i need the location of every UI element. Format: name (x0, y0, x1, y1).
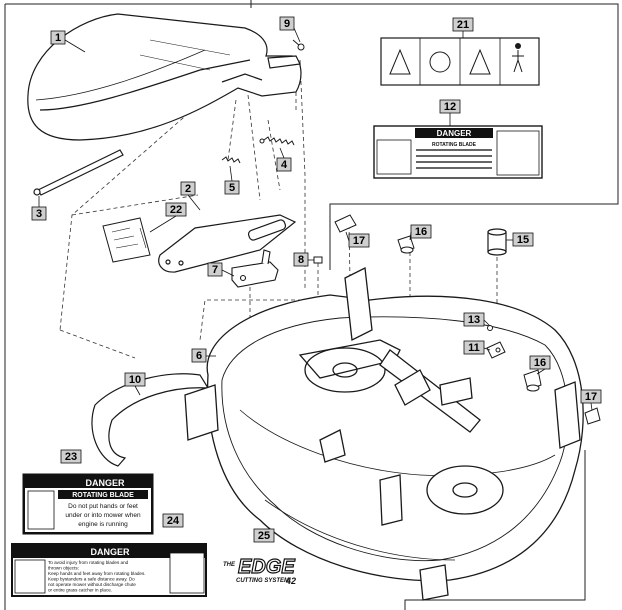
decal-24-line1: To avoid injury from rotating blades and (48, 560, 129, 565)
callout-7: 7 (207, 262, 223, 277)
callout-labels: 1 9 21 12 4 5 2 3 22 17 16 15 7 8 13 11 … (31, 16, 602, 543)
part-22-small-decal (102, 217, 151, 263)
svg-text:24: 24 (167, 515, 180, 527)
svg-text:23: 23 (65, 451, 77, 463)
part-3-pivot-rod (33, 149, 124, 196)
decal-23-line2: under or into mower when (65, 512, 141, 519)
callout-6: 6 (191, 348, 207, 363)
part-5-spring (221, 156, 241, 164)
svg-text:21: 21 (457, 19, 469, 31)
svg-text:6: 6 (196, 350, 202, 362)
decal-24-danger-label: DANGER To avoid injury from rotating bla… (11, 543, 207, 597)
callout-1: 1 (50, 30, 66, 45)
callout-25: 25 (253, 528, 275, 543)
part-8-nut (313, 256, 323, 264)
svg-text:9: 9 (284, 18, 290, 30)
svg-text:8: 8 (298, 254, 304, 266)
part-2-deflector-plate (158, 214, 297, 273)
decal-23-danger-label: DANGER ROTATING BLADE Do not put hands o… (22, 473, 154, 535)
part-1-deflector-shield (27, 13, 302, 141)
decal-12-header: DANGER (437, 129, 472, 138)
svg-text:25: 25 (258, 530, 270, 542)
svg-text:16: 16 (415, 226, 427, 238)
callout-8: 8 (293, 252, 309, 267)
svg-text:13: 13 (468, 314, 480, 326)
svg-text:7: 7 (212, 264, 218, 276)
part-15-bushing (487, 228, 507, 256)
logo-25-edge-cutting-system: THE EDGE CUTTING SYSTEM 42 (223, 555, 296, 586)
callout-15: 15 (512, 232, 534, 247)
decal-23-line3: engine is running (78, 521, 128, 528)
decal-24-header: DANGER (90, 547, 130, 557)
decal-24-line3: Keep hands and feet away from rotating b… (48, 571, 146, 576)
svg-text:2: 2 (185, 183, 191, 195)
callout-17b: 17 (580, 389, 602, 404)
logo-25-brand: EDGE (238, 556, 295, 578)
callout-16a: 16 (410, 224, 432, 239)
svg-text:16: 16 (534, 357, 546, 369)
decal-23-title: ROTATING BLADE (72, 492, 134, 499)
decal-12-title: ROTATING BLADE (432, 142, 477, 148)
part-16-pin-a (397, 235, 415, 254)
callout-10: 10 (124, 372, 146, 387)
svg-text:10: 10 (129, 374, 141, 386)
callout-17a: 17 (348, 233, 370, 248)
part-11-latch (486, 341, 506, 359)
decal-24-line2: thrown objects: (48, 566, 79, 571)
callout-3: 3 (31, 206, 47, 221)
callout-5: 5 (224, 180, 240, 195)
logo-25-prefix: THE (223, 562, 236, 568)
callout-12: 12 (439, 99, 461, 114)
svg-text:1: 1 (55, 32, 61, 44)
part-16-pin-b (523, 369, 542, 392)
frame-lines (4, 0, 619, 610)
callout-23: 23 (60, 449, 82, 464)
svg-text:12: 12 (444, 101, 456, 113)
decal-23-line1: Do not put hands or feet (68, 503, 138, 510)
decal-24-line4: Keep bystanders a safe distance away. Do (48, 577, 135, 582)
decal-21-safety-pictograms (380, 37, 540, 86)
decal-24-line6: or entire grass catcher in place. (48, 588, 112, 593)
callout-24: 24 (162, 513, 184, 528)
svg-text:11: 11 (468, 342, 480, 354)
part-9-bolt (292, 39, 305, 51)
logo-25-size: 42 (285, 576, 296, 586)
callout-13: 13 (463, 312, 485, 327)
svg-text:3: 3 (36, 208, 42, 220)
callout-21: 21 (452, 17, 474, 32)
svg-text:17: 17 (585, 391, 597, 403)
mower-deck (184, 267, 584, 601)
decal-12-danger-label: DANGER ROTATING BLADE (373, 125, 543, 179)
part-17-clip-a (334, 214, 357, 233)
callout-11: 11 (463, 340, 485, 355)
decal-23-header: DANGER (85, 478, 125, 488)
callout-4: 4 (276, 157, 292, 172)
part-13-pin (487, 325, 493, 331)
part-7-bracket (231, 249, 279, 288)
logo-25-sub: CUTTING SYSTEM (236, 578, 290, 584)
part-17-clip-b (584, 407, 601, 425)
part-10-discharge-flap (91, 373, 210, 467)
svg-text:5: 5 (229, 182, 235, 194)
decal-24-line5: not operate mower without discharge chut… (48, 582, 136, 587)
svg-text:15: 15 (517, 234, 529, 246)
callout-2: 2 (180, 181, 196, 196)
callout-9: 9 (279, 16, 295, 31)
part-4-spring (259, 136, 295, 146)
callout-16b: 16 (529, 355, 551, 370)
callout-22: 22 (165, 202, 187, 217)
svg-text:22: 22 (170, 204, 182, 216)
svg-text:17: 17 (353, 235, 365, 247)
svg-text:4: 4 (281, 159, 288, 171)
callout-leaders (38, 27, 593, 411)
